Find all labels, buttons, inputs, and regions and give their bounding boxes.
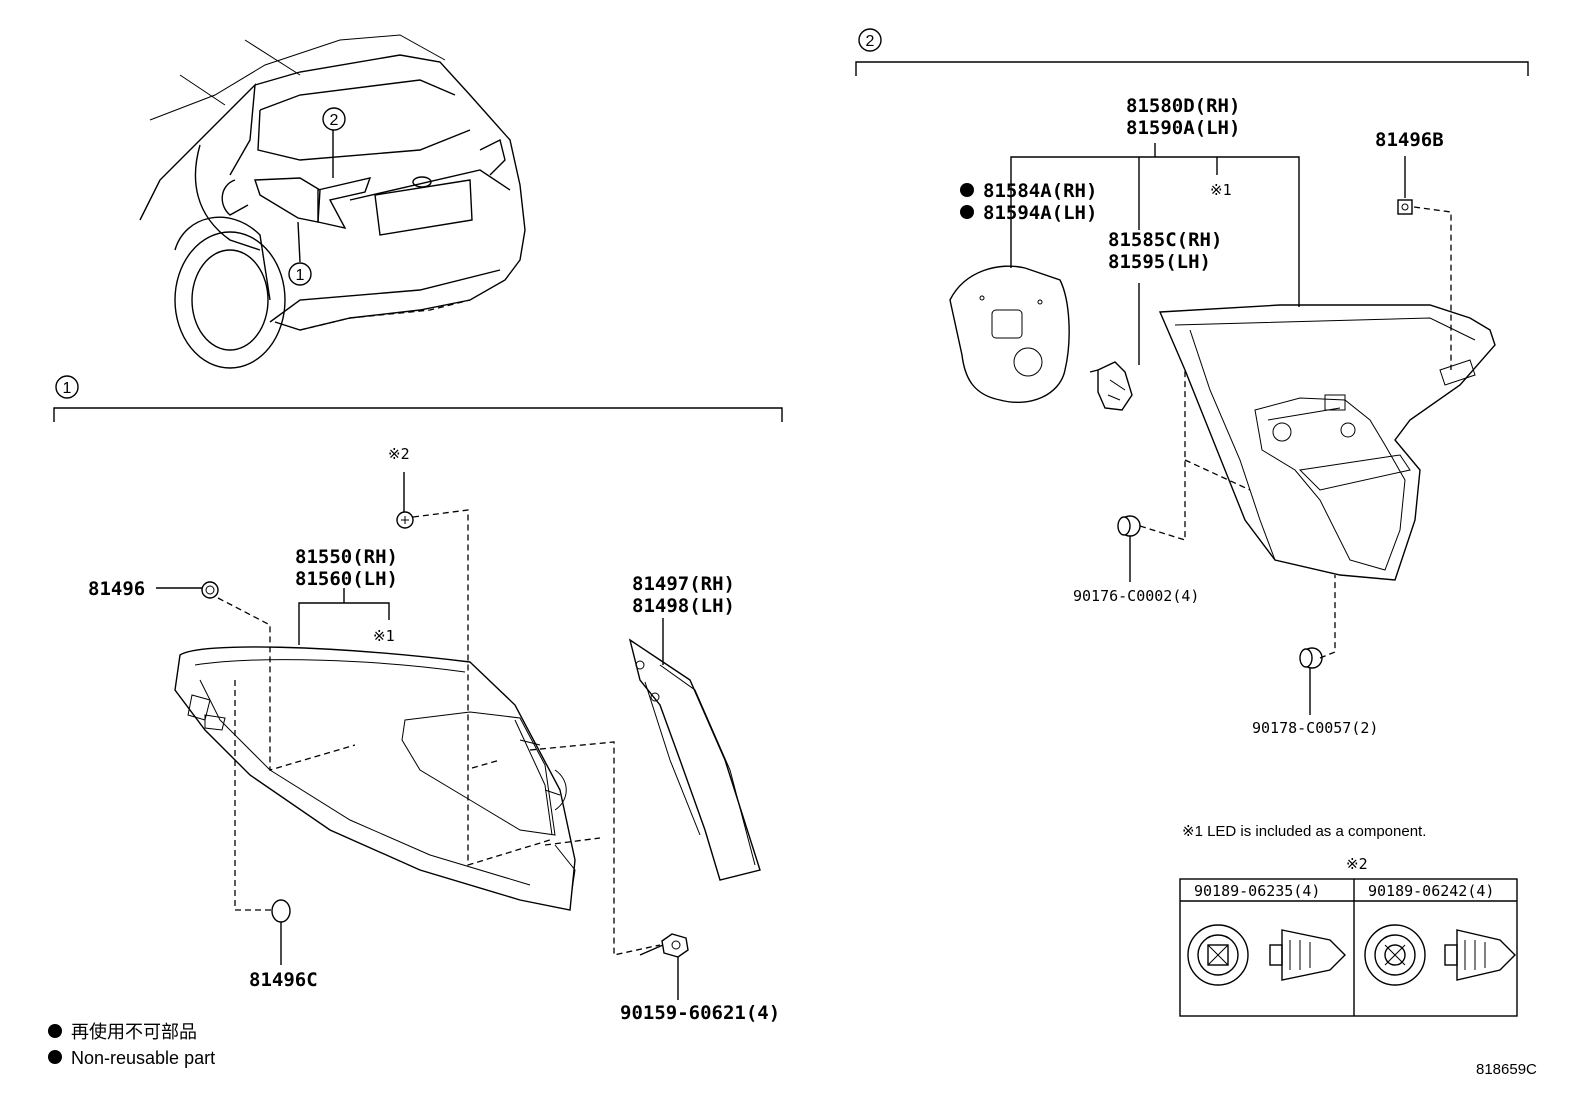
section-2-leader-lines: [1010, 143, 1406, 715]
svg-text:1: 1: [296, 267, 305, 284]
callout-1-overview: 1: [288, 262, 312, 286]
section-1-leader-lines: [156, 472, 679, 1000]
part-81550-rh: 81550(RH): [295, 546, 398, 568]
part-81496c: 81496C: [249, 969, 318, 991]
svg-text:2: 2: [866, 33, 875, 50]
section-2-header: 2: [855, 28, 1529, 76]
part-90159-60621: 90159-60621(4): [620, 1002, 780, 1024]
part-81497-rh: 81497(RH): [632, 573, 735, 595]
part-81584a-rh: 81584A(RH): [983, 180, 1097, 202]
section-2-fasteners: [1117, 199, 1413, 669]
section-1-tail-lamp: [174, 646, 576, 911]
section-2-socket: [1089, 361, 1133, 411]
car-overview-illustration: [139, 34, 526, 369]
section-1-dashed-guides: [217, 509, 661, 956]
non-reusable-marker-81584a: [960, 183, 974, 197]
led-note: ※1 LED is included as a component.: [1182, 823, 1426, 840]
diagram-code: 818659C: [1476, 1061, 1537, 1078]
part-90176-c0002: 90176-C0002(4): [1073, 587, 1199, 605]
part-81496b: 81496B: [1375, 129, 1444, 151]
part-81585c-rh: 81585C(RH): [1108, 229, 1222, 251]
part-81498-lh: 81498(LH): [632, 595, 735, 617]
svg-text:2: 2: [330, 112, 339, 129]
part-90178-c0057: 90178-C0057(2): [1252, 719, 1378, 737]
legend-jp-row: 再使用不可部品: [48, 1022, 197, 1042]
non-reusable-marker-81594a: [960, 205, 974, 219]
table-col1-header: 90189-06235(4): [1194, 882, 1320, 900]
section-1-garnish: [628, 638, 761, 881]
section-2-dashed-guides: [1139, 206, 1452, 659]
legend-en-row: Non-reusable part: [48, 1048, 215, 1068]
callout-2-overview: 2: [322, 107, 346, 131]
part-81595-lh: 81595(LH): [1108, 251, 1211, 273]
table-col2-header: 90189-06242(4): [1368, 882, 1494, 900]
legend-en-label: Non-reusable part: [71, 1048, 215, 1068]
part-81594a-lh: 81594A(LH): [983, 202, 1097, 224]
section-2-tail-lamp: [1158, 304, 1496, 581]
part-81590a-lh: 81590A(LH): [1126, 117, 1240, 139]
clip-note-2: ※2: [388, 445, 410, 463]
clip-90189-06242-illustration: [1364, 924, 1516, 986]
section-1-header: 1: [53, 375, 783, 422]
section-1-fasteners: [201, 511, 689, 958]
legend-jp-label: 再使用不可部品: [71, 1022, 197, 1042]
lamp-note-1-s2: ※1: [1210, 181, 1232, 199]
part-81560-lh: 81560(LH): [295, 568, 398, 590]
clip-90189-06235-illustration: [1187, 924, 1346, 986]
table-note-2: ※2: [1346, 855, 1368, 873]
part-81496: 81496: [88, 578, 145, 600]
clip-variants-table: 90189-06235(4) 90189-06242(4): [1179, 878, 1518, 1017]
lamp-note-1: ※1: [373, 627, 395, 645]
part-81580d-rh: 81580D(RH): [1126, 95, 1240, 117]
svg-text:1: 1: [63, 380, 72, 397]
section-2-gasket: [949, 265, 1070, 404]
